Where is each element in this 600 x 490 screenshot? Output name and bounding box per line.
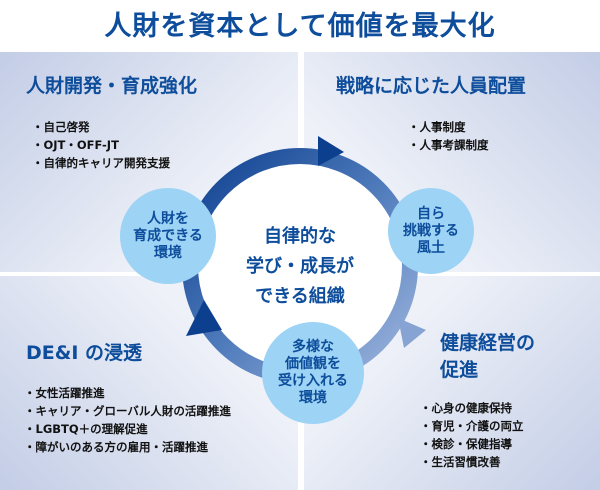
arrow-head-right [398, 318, 426, 348]
list-item: 育児・介護の両立 [420, 417, 524, 435]
list-item: 検診・保健指導 [420, 435, 524, 453]
node-development-environment: 人財を 育成できる 環境 [120, 188, 216, 284]
heading-talent-development: 人財開発・育成強化 [26, 75, 198, 97]
list-item: 女性活躍推進 [24, 384, 231, 402]
list-item: 障がいのある方の雇用・活躍推進 [24, 438, 231, 456]
arrow-head-top [318, 136, 344, 166]
list-dei: 女性活躍推進 キャリア・グローバル人財の活躍推進 LGBTQ＋の理解促進 障がい… [24, 384, 231, 456]
node-diversity-environment: 多様な 価値観を 受け入れる 環境 [262, 322, 364, 424]
list-talent-development: 自己啓発 OJT・OFF-JT 自律的キャリア開発支援 [32, 118, 171, 172]
page-title: 人財を資本として価値を最大化 [104, 11, 496, 42]
center-text: 自律的な 学び・成長が できる組織 [246, 226, 354, 307]
list-item: キャリア・グローバル人財の活躍推進 [24, 402, 231, 420]
list-item: 心身の健康保持 [420, 399, 524, 417]
list-staffing: 人事制度 人事考課制度 [408, 118, 489, 154]
list-item: 自己啓発 [32, 118, 170, 136]
node-challenge-culture: 自ら 挑戦する 風土 [388, 188, 474, 274]
heading-health: 健康経営の 促進 [440, 332, 536, 381]
list-item: 自律的キャリア開発支援 [32, 154, 171, 172]
arrow-head-left [186, 300, 222, 336]
list-item: OJT・OFF-JT [32, 136, 170, 154]
list-health: 心身の健康保持 育児・介護の両立 検診・保健指導 生活習慣改善 [420, 399, 524, 471]
list-item: LGBTQ＋の理解促進 [24, 420, 231, 438]
heading-staffing: 戦略に応じた人員配置 [336, 75, 527, 97]
list-item: 生活習慣改善 [420, 453, 524, 471]
heading-dei: DE&I の浸透 [26, 342, 143, 364]
list-item: 人事考課制度 [408, 136, 489, 154]
list-item: 人事制度 [408, 118, 489, 136]
